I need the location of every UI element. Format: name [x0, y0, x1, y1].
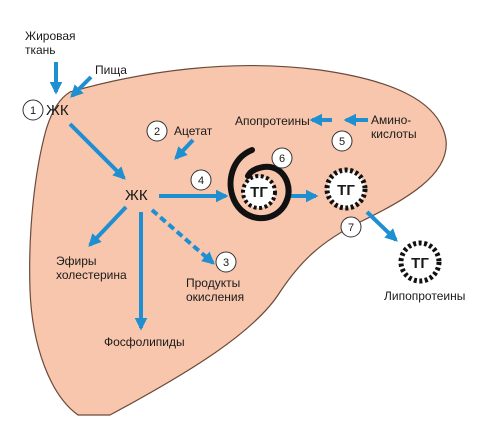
- arrow-food-to-fa: [70, 75, 93, 98]
- text-labels: Жировая ткань Пища ЖК Ацетат ЖК Апопроте…: [25, 29, 465, 349]
- step-5: 5: [331, 130, 353, 152]
- svg-text:2: 2: [154, 126, 160, 138]
- adipose-label-line1: Жировая: [25, 29, 76, 43]
- oxidation-products-line1: Продукты: [186, 276, 240, 290]
- arrow-fa-to-oxidation: [150, 208, 215, 265]
- fa-top-label: ЖК: [46, 102, 69, 119]
- acetate-label: Ацетат: [174, 124, 213, 138]
- liver-shape: [29, 64, 447, 416]
- arrow-acetate-to-fa: [174, 138, 195, 160]
- step-markers: 1 2 3 4 5 6 7: [22, 99, 362, 273]
- svg-text:6: 6: [279, 153, 285, 165]
- amino-acids-line2: кислоты: [371, 127, 417, 141]
- arrow-fa-to-center: [68, 122, 126, 180]
- food-label: Пища: [95, 63, 127, 77]
- svg-text:5: 5: [339, 136, 345, 148]
- tg-label-1: ТГ: [250, 184, 268, 201]
- phospholipids-label: Фосфолипиды: [104, 335, 185, 349]
- tg-label-2: ТГ: [337, 182, 355, 199]
- apoprotein-coil: [227, 147, 292, 222]
- svg-text:1: 1: [30, 105, 36, 117]
- adipose-label-line2: ткань: [25, 43, 56, 57]
- svg-text:4: 4: [198, 175, 204, 187]
- tg-label-3: ТГ: [411, 255, 429, 272]
- arrow-fa-to-esters: [88, 205, 128, 247]
- step-2: 2: [146, 120, 168, 142]
- tg-particle-1: ТГ: [241, 174, 277, 210]
- oxidation-products-line2: окисления: [186, 290, 244, 304]
- tg-particle-3: ТГ: [398, 240, 442, 284]
- step-7: 7: [340, 216, 362, 238]
- cholesterol-esters-line2: холестерина: [56, 268, 127, 282]
- fa-center-label: ЖК: [125, 187, 148, 204]
- step-6: 6: [271, 147, 293, 169]
- step-4: 4: [190, 169, 212, 191]
- step-1: 1: [22, 99, 44, 121]
- arrow-tg-to-lipoproteins: [365, 210, 398, 242]
- step-3: 3: [215, 251, 237, 273]
- lipoproteins-label: Липопротеины: [384, 289, 465, 303]
- arrows: [49, 62, 398, 331]
- tg-particle-2: ТГ: [324, 167, 368, 211]
- svg-text:3: 3: [223, 257, 229, 269]
- cholesterol-esters-line1: Эфиры: [56, 254, 97, 268]
- amino-acids-line1: Амино-: [371, 113, 411, 127]
- apoproteins-label: Апопротеины: [235, 114, 310, 128]
- svg-text:7: 7: [348, 222, 354, 234]
